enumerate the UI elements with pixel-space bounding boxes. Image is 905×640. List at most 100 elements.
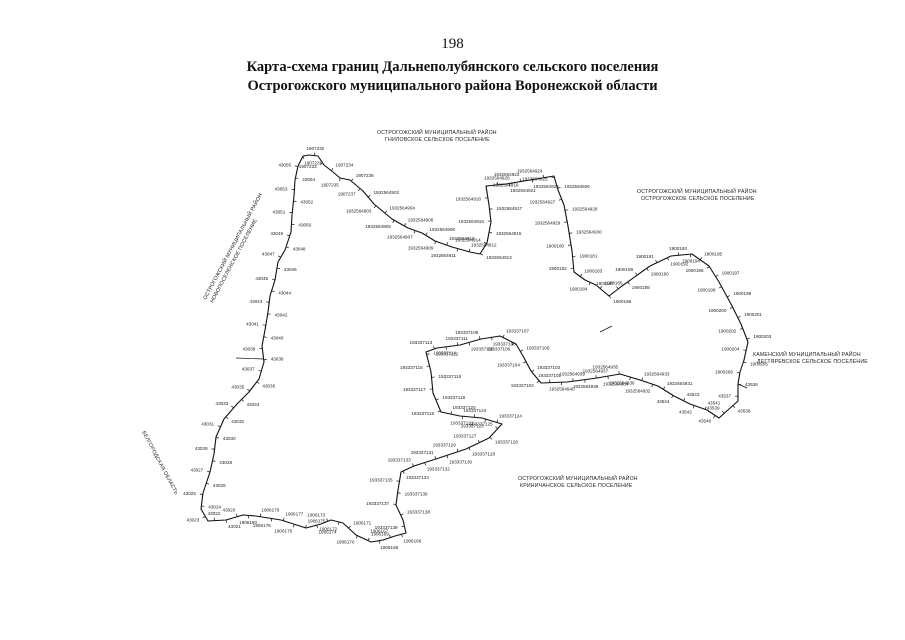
boundary-point-label: 1900195	[704, 252, 722, 257]
boundary-point-label: 1906173	[307, 512, 325, 517]
boundary-vertex-tick	[389, 534, 391, 538]
boundary-vertex-tick	[646, 268, 649, 271]
boundary-vertex-tick	[326, 518, 329, 522]
boundary-vertex-tick	[699, 257, 703, 260]
boundary-vertex-tick	[424, 462, 426, 466]
boundary-point-label: 1932564933	[644, 371, 670, 376]
boundary-point-label: 43021	[228, 524, 241, 529]
boundary-point-label: 1900199	[733, 291, 751, 296]
boundary-vertex-tick	[337, 521, 340, 525]
boundary-vertex-tick	[483, 241, 487, 244]
boundary-vertex-tick	[225, 416, 229, 419]
boundary-vertex-tick	[412, 463, 414, 467]
boundary-point-label: 43543	[687, 392, 700, 397]
boundary-vertex-tick	[286, 234, 290, 237]
boundary-point-label: 1932564916	[458, 219, 484, 224]
boundary-point-label: 1906180	[239, 520, 257, 525]
boundary-point-label: 43055	[278, 163, 291, 168]
boundary-vertex-tick	[468, 342, 471, 346]
boundary-point-label: 193337136	[405, 491, 428, 496]
boundary-vertex-tick	[350, 178, 354, 182]
boundary-point-label: 43031	[201, 422, 214, 427]
boundary-vertex-tick	[271, 290, 275, 293]
boundary-point-label: 1932564926	[564, 184, 590, 189]
boundary-point-label: 1906179	[261, 507, 279, 512]
boundary-point-label: 193337135	[370, 478, 393, 483]
boundary-vertex-tick	[456, 448, 459, 452]
boundary-point-label: 193337139	[375, 525, 398, 530]
boundary-point-label: 43042	[275, 312, 288, 317]
boundary-vertex-tick	[564, 221, 568, 223]
boundary-point-label: 1900198	[698, 288, 716, 293]
boundary-vertex-tick	[558, 198, 562, 201]
boundary-point-label: 43027	[191, 467, 204, 472]
boundary-point-label: 43034	[247, 402, 260, 407]
boundary-point-label: 193337116	[439, 374, 462, 379]
boundary-point-label: 1932564940	[549, 387, 575, 392]
boundary-vertex-tick	[746, 337, 750, 340]
boundary-vertex-tick	[651, 384, 654, 388]
boundary-vertex-tick	[536, 380, 540, 384]
boundary-point-label: 43029	[195, 446, 208, 451]
boundary-point-label: 1906170	[337, 540, 355, 545]
boundary-point-label: 1906169	[371, 532, 389, 537]
boundary-point-label: 1932564928	[572, 207, 598, 212]
boundary-point-label: 1900182	[549, 266, 567, 271]
boundary-vertex-tick	[206, 482, 210, 485]
boundary-vertex-tick	[258, 369, 262, 372]
boundary-point-label: 43028	[219, 460, 232, 465]
boundary-point-label: 43544	[657, 399, 670, 404]
boundary-point-label: 193337132	[427, 467, 450, 472]
neighbor-south-line2: КРИНИЧАНСКОЕ СЕЛЬСКОЕ ПОСЕЛЕНИЕ	[520, 483, 633, 489]
boundary-vertex-tick	[737, 316, 741, 319]
boundary-point-label: 1932564915	[496, 231, 522, 236]
boundary-point-label: 1906167	[370, 528, 388, 533]
boundary-point-label: 43051	[273, 210, 286, 215]
boundary-vertex-tick	[520, 349, 524, 352]
boundary-vertex-tick	[608, 295, 612, 299]
boundary-point-label: 43052	[300, 199, 313, 204]
boundary-point-label: 193337133	[388, 457, 411, 462]
boundary-point-label: 43540	[698, 419, 711, 424]
boundary-vertex-tick	[616, 286, 619, 290]
boundary-point-label: 43038	[271, 357, 284, 362]
boundary-vertex-tick	[531, 369, 535, 373]
boundary-point-label: 43539	[707, 406, 720, 411]
boundary-vertex-tick	[212, 460, 216, 462]
boundary-point-label: 1900203	[753, 334, 771, 339]
boundary-vertex-tick	[655, 259, 658, 263]
boundary-point-label: 193337131	[411, 450, 434, 455]
boundary-vertex-tick	[384, 210, 388, 214]
boundary-point-label: 193337112	[436, 351, 459, 356]
boundary-point-label: 1932564924	[517, 168, 543, 173]
boundary-vertex-tick	[401, 525, 405, 528]
boundary-point-label: 43050	[298, 222, 311, 227]
boundary-point-label: 193337103	[537, 365, 560, 370]
boundary-vertex-tick	[263, 336, 267, 338]
boundary-point-label: 1932564922	[494, 172, 520, 177]
boundary-point-label: 193337130	[449, 460, 472, 465]
settlement-boundary-line	[200, 154, 749, 543]
boundary-vertex-tick	[357, 188, 361, 192]
boundary-vertex-tick	[713, 415, 716, 419]
title-line-1: Карта-схема границ Дальнеполубянского се…	[246, 59, 659, 75]
boundary-vertex-tick	[446, 242, 449, 246]
boundary-point-label: 193337134	[406, 475, 429, 480]
boundary-vertex-tick	[692, 405, 695, 409]
boundary-vertex-tick	[489, 436, 493, 440]
boundary-point-label: 193337123	[461, 423, 484, 428]
boundary-point-label: 1932564920	[484, 175, 510, 180]
boundary-vertex-tick	[739, 327, 743, 330]
boundary-vertex-tick	[732, 405, 736, 409]
boundary-vertex-tick	[330, 167, 334, 171]
boundary-point-label: 1932564911	[431, 253, 457, 258]
boundary-point-label: 193337122	[463, 408, 486, 413]
boundary-vertex-tick	[495, 426, 498, 429]
boundary-point-label: 193337124	[499, 413, 522, 418]
boundary-vertex-tick	[468, 447, 471, 451]
boundary-vertex-tick	[367, 537, 370, 541]
boundary-point-label: 43537	[718, 394, 731, 399]
boundary-vertex-tick	[339, 177, 341, 182]
boundary-vertex-tick	[435, 398, 439, 401]
boundary-vertex-tick	[456, 248, 459, 252]
